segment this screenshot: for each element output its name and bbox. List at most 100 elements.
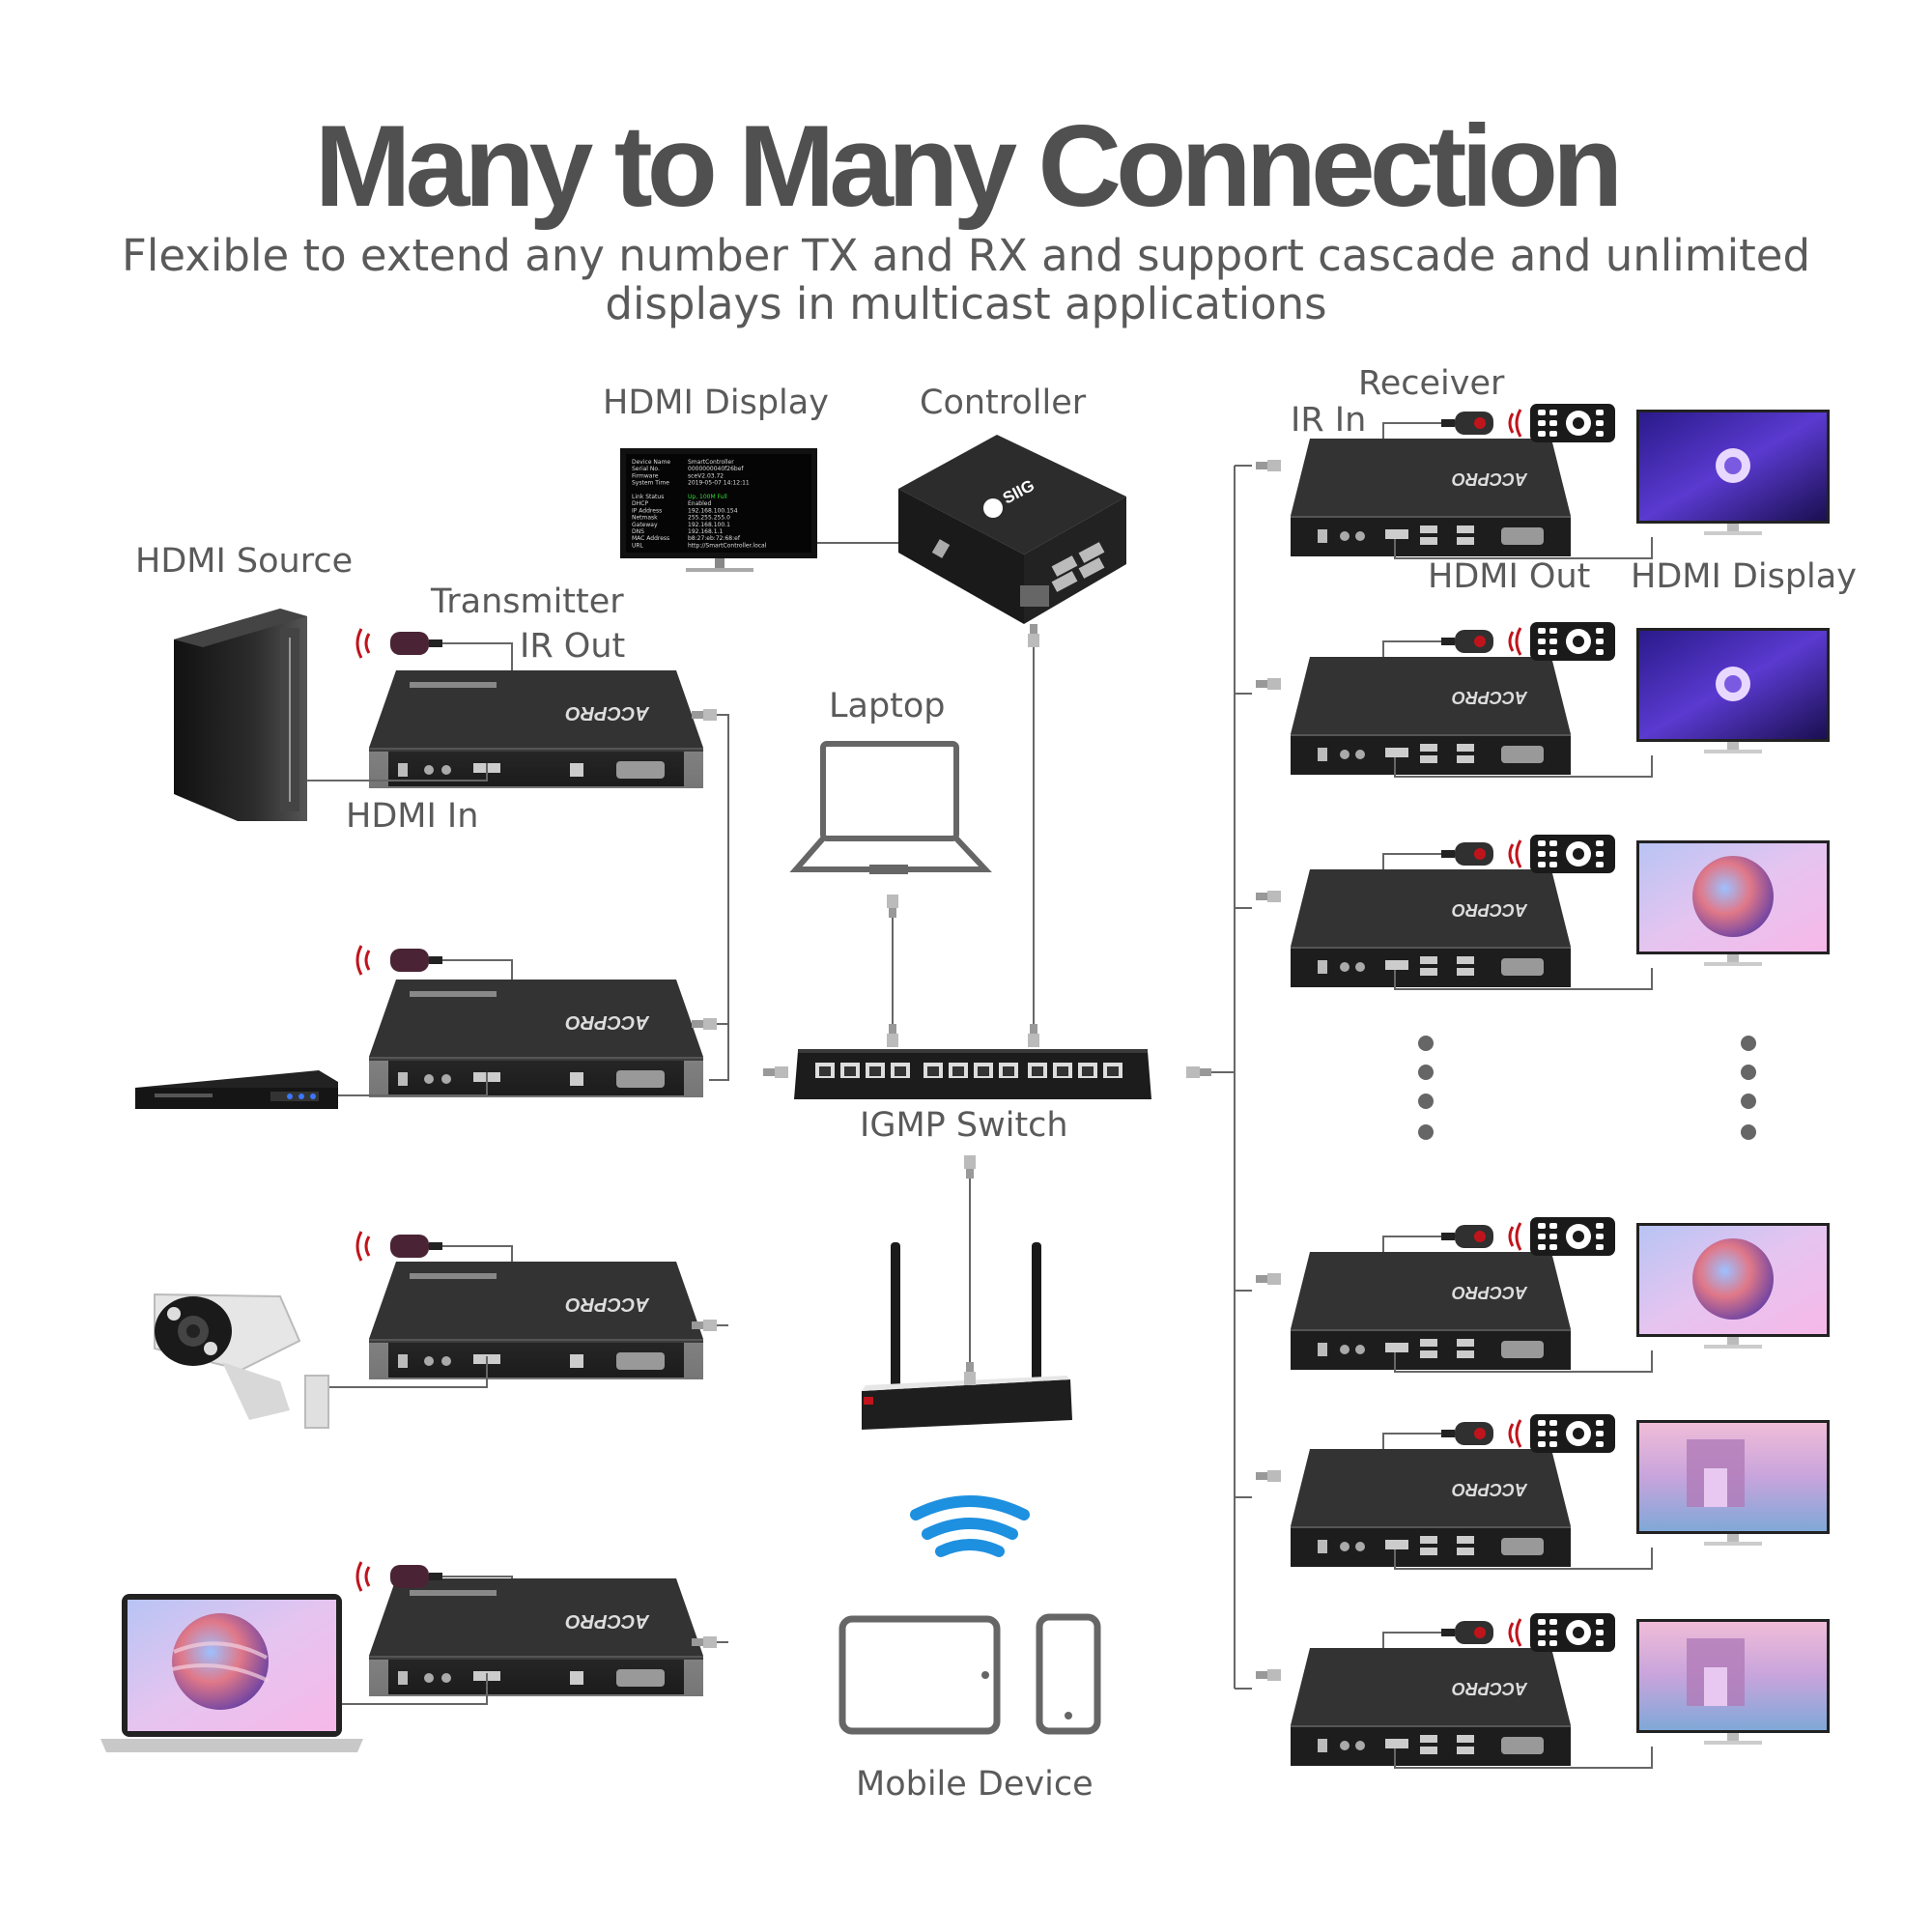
screen-row-key: MAC Address bbox=[632, 535, 669, 542]
receiver-row-2 bbox=[1256, 622, 1830, 778]
hdmi-display-stand bbox=[1727, 954, 1739, 962]
label-igmp-switch: IGMP Switch bbox=[860, 1106, 1068, 1145]
switch-port-socket bbox=[1082, 1066, 1094, 1076]
hdmi-display-stand bbox=[1727, 742, 1739, 750]
hdmi-out-cable bbox=[1394, 755, 1653, 778]
screen-art bbox=[1692, 856, 1774, 937]
remote-control-icon bbox=[1530, 404, 1615, 442]
page-title: Many to Many Connection bbox=[314, 101, 1624, 231]
receiver-row-6 bbox=[1256, 1613, 1830, 1769]
ir-in-cable bbox=[1382, 1632, 1441, 1648]
receiver-network-plug bbox=[1256, 891, 1281, 902]
label-controller: Controller bbox=[920, 384, 1087, 422]
switch-port-socket bbox=[927, 1066, 939, 1076]
ir-wave-icon bbox=[1508, 631, 1515, 652]
subtitle-line-1: Flexible to extend any number TX and RX … bbox=[121, 230, 1811, 281]
switch-plugs bbox=[763, 1024, 1211, 1179]
screen-row-key: IP Address bbox=[632, 507, 662, 514]
router-icon bbox=[862, 1242, 1072, 1430]
ir-wave-icon bbox=[1508, 412, 1515, 434]
label-receiver: Receiver bbox=[1358, 364, 1505, 403]
remote-control-icon bbox=[1530, 1613, 1615, 1652]
receiver-row-3 bbox=[1256, 835, 1830, 990]
hdmi-display-stand bbox=[1727, 524, 1739, 531]
ir-wave-icon bbox=[1508, 1622, 1515, 1643]
label-ir-in: IR In bbox=[1291, 401, 1367, 440]
screen-row-value: b8:27:eb:72:68:ef bbox=[688, 535, 741, 542]
hdmi-display-base bbox=[1704, 1345, 1762, 1349]
switch-port-socket bbox=[1032, 1066, 1043, 1076]
transmitter-1 bbox=[369, 670, 703, 788]
receiver-row-1 bbox=[1256, 404, 1830, 559]
receiver-unit bbox=[1291, 869, 1571, 987]
screen-row-key: Link Status bbox=[632, 494, 664, 500]
ir-wave-icon bbox=[1515, 1618, 1522, 1647]
ir-wave-icon bbox=[1508, 843, 1515, 865]
hdmi-display-base bbox=[1704, 962, 1762, 966]
transmitter-4 bbox=[369, 1578, 703, 1696]
hdmi-out-cable bbox=[1394, 1548, 1653, 1570]
screen-row-value: 2019-05-07 14:12:11 bbox=[688, 480, 750, 487]
label-hdmi-display-right: HDMI Display bbox=[1631, 557, 1857, 596]
switch-port-socket bbox=[952, 1066, 964, 1076]
ir-wave-icon bbox=[1515, 1419, 1522, 1448]
receiver-network-plug bbox=[1256, 1470, 1281, 1482]
more-receivers-indicator bbox=[1418, 1036, 1756, 1140]
ir-receiver-eye bbox=[1441, 630, 1493, 653]
hdmi-display-stand bbox=[1727, 1337, 1739, 1345]
wifi-icon bbox=[910, 1495, 1030, 1557]
hdmi-out-cable bbox=[1394, 1747, 1653, 1769]
source-laptop-icon bbox=[100, 1594, 363, 1752]
hdmi-display-stand bbox=[1727, 1534, 1739, 1542]
switch-port-socket bbox=[869, 1066, 881, 1076]
screen-row-key: URL bbox=[632, 542, 644, 549]
ir-wave-icon bbox=[1515, 839, 1522, 868]
receiver-network-plug bbox=[1256, 678, 1281, 690]
screen-art bbox=[1692, 1238, 1774, 1320]
remote-control-icon bbox=[1530, 622, 1615, 661]
screen-row-key: Device Name bbox=[632, 459, 670, 466]
ir-in-cable bbox=[1382, 640, 1441, 657]
receiver-unit bbox=[1291, 1252, 1571, 1370]
page-subtitle: Flexible to extend any number TX and RX … bbox=[0, 232, 1932, 327]
remote-control-icon bbox=[1530, 1414, 1615, 1453]
ir-wave-icon bbox=[1515, 1222, 1522, 1251]
screen-row-value: http://SmartController.local bbox=[688, 542, 767, 549]
phone-icon bbox=[1036, 1613, 1101, 1735]
label-hdmi-source: HDMI Source bbox=[135, 542, 354, 581]
switch-port-socket bbox=[1003, 1066, 1014, 1076]
switch-port-socket bbox=[819, 1066, 831, 1076]
label-hdmi-display-top: HDMI Display bbox=[603, 384, 829, 422]
dvd-player-icon bbox=[135, 1070, 338, 1109]
hdmi-out-cable bbox=[1394, 968, 1653, 990]
controller-box-icon: SIIG bbox=[898, 435, 1126, 624]
hdmi-out-cable bbox=[1394, 1350, 1653, 1373]
screen-art bbox=[1724, 675, 1742, 693]
igmp-switch-icon bbox=[794, 1049, 1151, 1099]
label-ir-out: IR Out bbox=[520, 627, 626, 666]
screen-row-key: DNS bbox=[632, 528, 644, 535]
switch-port-socket bbox=[1057, 1066, 1068, 1076]
screen-row-value: 192.168.100.1 bbox=[688, 522, 730, 528]
receiver-network-plug bbox=[1256, 1669, 1281, 1681]
screen-row-key: DHCP bbox=[632, 500, 648, 507]
screen-row-key: Firmware bbox=[632, 472, 659, 479]
transmitter-2 bbox=[369, 980, 703, 1097]
ir-wave-icon bbox=[1515, 627, 1522, 656]
ir-emitter-2 bbox=[355, 944, 444, 977]
screen-row-value: Enabled bbox=[688, 500, 711, 507]
receiver-network-plug bbox=[1256, 1273, 1281, 1285]
remote-control-icon bbox=[1530, 835, 1615, 873]
ir-receiver-eye bbox=[1441, 842, 1493, 866]
screen-art bbox=[1724, 457, 1742, 474]
hdmi-source-cables bbox=[307, 763, 488, 1705]
ir-receiver-eye bbox=[1441, 1621, 1493, 1644]
receiver-network-plug bbox=[1256, 460, 1281, 471]
screen-art bbox=[1704, 1468, 1727, 1507]
hdmi-display-base bbox=[1704, 1741, 1762, 1745]
receiver-unit bbox=[1291, 439, 1571, 556]
screen-row-key: System Time bbox=[632, 480, 669, 487]
screen-row-value: Up, 100M Full bbox=[688, 494, 727, 500]
